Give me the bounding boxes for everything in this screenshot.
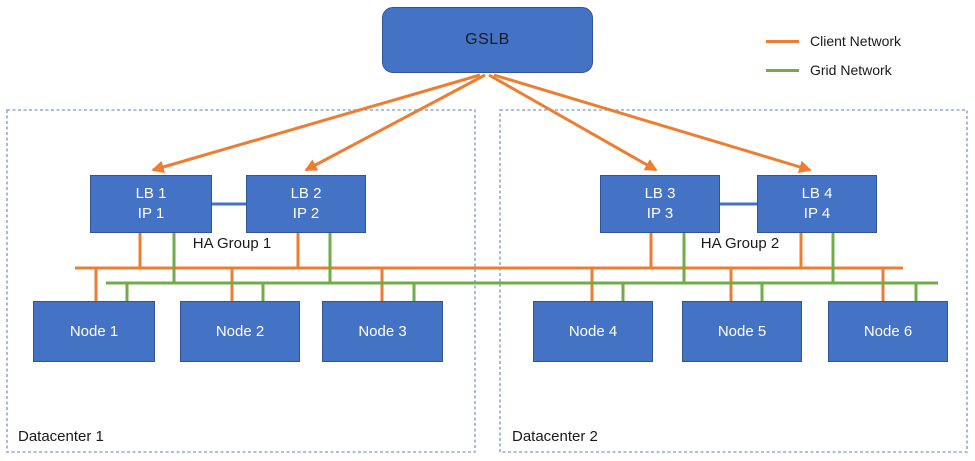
- arrow-gslb-to-lb2: [304, 73, 486, 172]
- legend-label: Grid Network: [810, 62, 892, 78]
- lb4-box: LB 4 IP 4: [757, 175, 877, 233]
- node5-box: Node 5: [682, 301, 802, 362]
- gslb-arrows: [151, 73, 812, 174]
- node6-label: Node 6: [863, 323, 913, 340]
- legend-item-grid-network: Grid Network: [766, 62, 901, 78]
- legend-label: Client Network: [810, 33, 902, 49]
- node1-label: Node 1: [69, 323, 119, 340]
- client-network-line-icon: [766, 39, 799, 43]
- legend-item-client-network: Client Network: [766, 33, 901, 49]
- gslb-box: GSLB: [382, 7, 593, 73]
- lb4-label: LB 4: [801, 184, 833, 202]
- lb4-ip-label: IP 4: [803, 205, 831, 222]
- lb1-label: LB 1: [135, 184, 167, 202]
- lb3-box: LB 3 IP 3: [600, 175, 720, 233]
- lb2-label: LB 2: [290, 184, 322, 202]
- node6-box: Node 6: [828, 301, 948, 362]
- ha-group-1-label: HA Group 1: [192, 235, 272, 252]
- node5-label: Node 5: [717, 323, 767, 340]
- node3-box: Node 3: [322, 301, 443, 362]
- datacenter-2-boundary: [499, 109, 968, 453]
- legend: Client Network Grid Network: [766, 33, 901, 78]
- lb1-ip-label: IP 1: [137, 205, 165, 222]
- node3-label: Node 3: [358, 323, 407, 340]
- lb2-box: LB 2 IP 2: [246, 175, 366, 233]
- lb2-ip-label: IP 2: [292, 205, 320, 222]
- node1-box: Node 1: [33, 301, 155, 362]
- datacenter-1-boundary: [6, 109, 476, 453]
- lb1-box: LB 1 IP 1: [90, 175, 212, 233]
- node2-box: Node 2: [180, 301, 300, 362]
- node2-label: Node 2: [215, 323, 265, 340]
- lb3-ip-label: IP 3: [646, 205, 674, 222]
- datacenter-1-label: Datacenter 1: [18, 428, 104, 445]
- arrow-gslb-to-lb3: [488, 73, 658, 172]
- lb3-label: LB 3: [644, 184, 676, 202]
- datacenter-2-label: Datacenter 2: [512, 428, 598, 445]
- gslb-label: GSLB: [465, 31, 510, 48]
- node4-box: Node 4: [533, 301, 653, 362]
- node4-label: Node 4: [568, 323, 618, 340]
- ha-group-2-label: HA Group 2: [700, 235, 780, 252]
- grid-network-lines: [106, 233, 938, 301]
- grid-network-line-icon: [766, 68, 799, 72]
- client-network-lines: [75, 233, 903, 301]
- arrow-gslb-to-lb4: [493, 73, 812, 173]
- arrow-gslb-to-lb1: [151, 73, 481, 174]
